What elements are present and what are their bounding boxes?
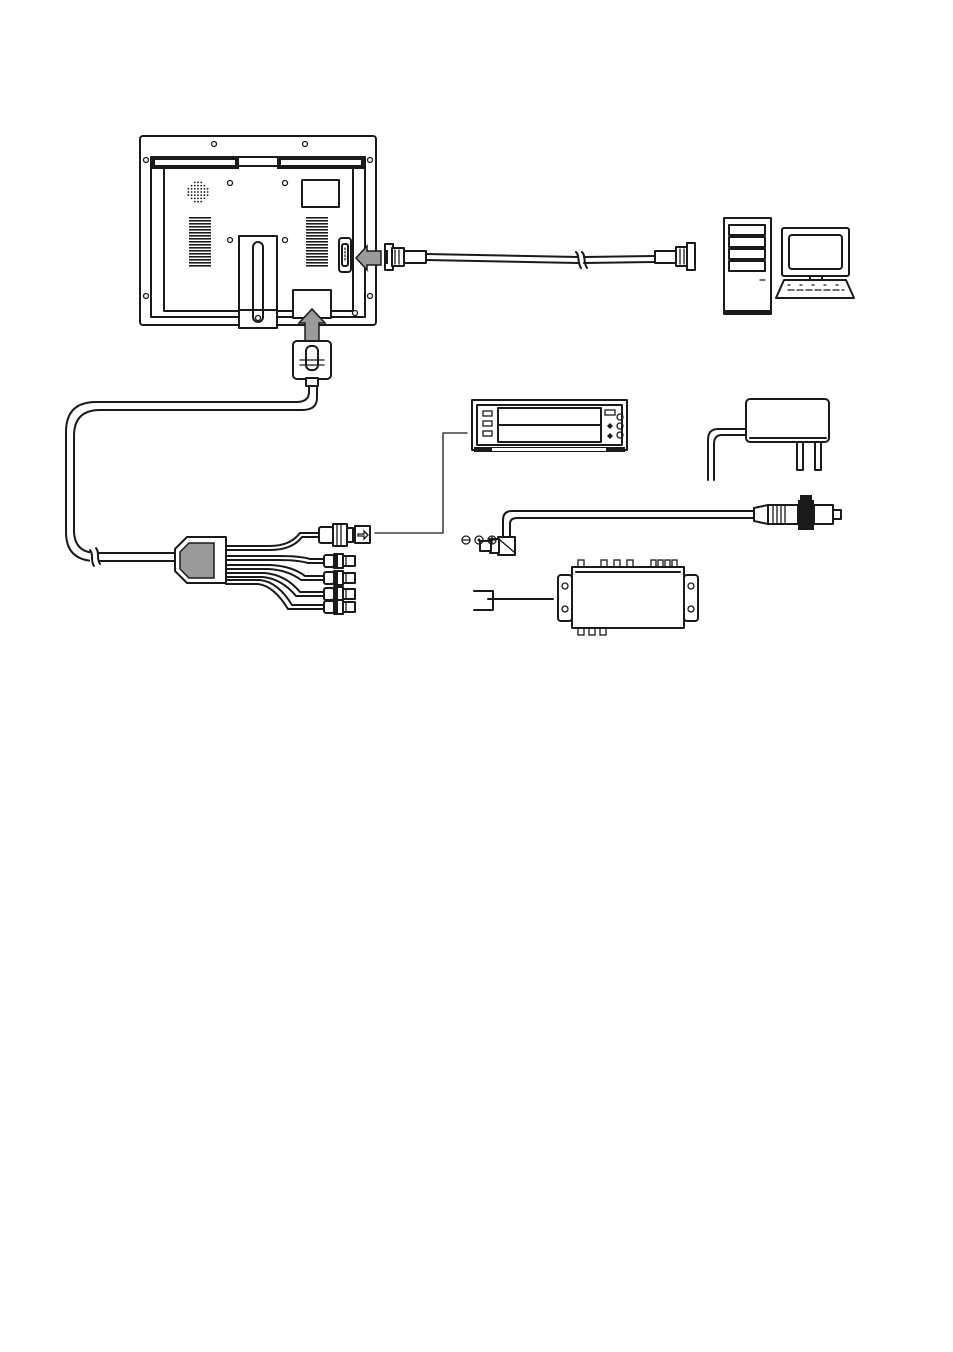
grille-dot	[200, 194, 202, 196]
grille-dot	[207, 194, 209, 196]
vent-slot	[189, 223, 211, 225]
grille-dot	[191, 191, 193, 193]
vent-slot	[306, 220, 328, 222]
computer-keyboard	[776, 280, 854, 298]
tv-tuner-box	[474, 560, 698, 635]
vent-slot	[306, 256, 328, 258]
vent-slot	[306, 250, 328, 252]
grille-dot	[200, 182, 202, 184]
grille-dot	[194, 188, 196, 190]
stand-bracket	[239, 236, 277, 328]
car-power-cable	[462, 495, 841, 555]
grille-dot	[197, 191, 199, 193]
vent-right	[306, 217, 328, 267]
vent-slot	[189, 253, 211, 255]
vent-slot	[306, 241, 328, 243]
computer-monitor	[782, 228, 849, 280]
power-adapter	[708, 399, 829, 480]
vent-slot	[189, 262, 211, 264]
vent-slot	[189, 217, 211, 219]
vent-slot	[306, 262, 328, 264]
grille-dot	[197, 198, 199, 200]
grille-dot	[204, 194, 206, 196]
vent-slot	[306, 235, 328, 237]
rca-connector	[324, 571, 355, 585]
rca-connector	[324, 587, 355, 601]
grille-dot	[207, 188, 209, 190]
monitor-rear-panel	[140, 136, 376, 328]
vent-slot	[189, 241, 211, 243]
vent-slot	[306, 217, 328, 219]
vent-slot	[189, 238, 211, 240]
rca-connector	[324, 554, 355, 568]
computer	[724, 218, 854, 315]
vent-slot	[306, 232, 328, 234]
grille-dot	[197, 182, 199, 184]
vga-port	[339, 238, 351, 272]
grille-dot	[204, 188, 206, 190]
grille-dot	[197, 194, 199, 196]
grille-dot	[204, 185, 206, 187]
grille-dot	[194, 201, 196, 203]
grille-dot	[188, 191, 190, 193]
video-out-connector	[319, 524, 370, 546]
av-breakout-cable	[66, 341, 370, 614]
rca-connectors	[324, 554, 355, 614]
vent-slot	[306, 226, 328, 228]
grille-dot	[197, 201, 199, 203]
grille-dot	[197, 188, 199, 190]
vent-slot	[189, 265, 211, 267]
vent-slot	[189, 259, 211, 261]
vent-slot	[189, 247, 211, 249]
grille-dot	[191, 194, 193, 196]
grille-dot	[194, 198, 196, 200]
vent-slot	[306, 229, 328, 231]
grille-dot	[204, 198, 206, 200]
computer-tower	[724, 218, 771, 315]
rca-connector	[324, 600, 355, 614]
vent-slot	[189, 220, 211, 222]
vent-left	[189, 217, 211, 267]
vent-slot	[306, 253, 328, 255]
grille-dot	[194, 182, 196, 184]
vent-slot	[306, 247, 328, 249]
vent-slot	[189, 250, 211, 252]
grille-dot	[191, 185, 193, 187]
vent-slot	[306, 265, 328, 267]
grille-dot	[200, 188, 202, 190]
grille-dot	[188, 194, 190, 196]
vent-slot	[306, 259, 328, 261]
vent-slot	[306, 244, 328, 246]
vent-slot	[189, 232, 211, 234]
grille-dot	[191, 198, 193, 200]
grille-dot	[194, 185, 196, 187]
grille-dot	[207, 191, 209, 193]
vent-slot	[189, 235, 211, 237]
grille-dot	[188, 188, 190, 190]
vent-slot	[189, 229, 211, 231]
video-link-line	[375, 433, 467, 533]
grille-dot	[200, 191, 202, 193]
grille-dot	[194, 191, 196, 193]
grille-dot	[200, 201, 202, 203]
grille-dot	[200, 185, 202, 187]
vent-slot	[189, 244, 211, 246]
cigarette-lighter-plug	[754, 495, 841, 530]
vent-slot	[189, 226, 211, 228]
grille-dot	[204, 191, 206, 193]
vent-slot	[306, 238, 328, 240]
video-player	[472, 400, 627, 452]
grille-dot	[191, 188, 193, 190]
vga-cable	[384, 243, 695, 270]
grille-dot	[200, 198, 202, 200]
grille-dot	[194, 194, 196, 196]
vent-slot	[306, 223, 328, 225]
grille-dot	[197, 185, 199, 187]
vent-slot	[189, 256, 211, 258]
av-plug	[293, 341, 331, 386]
